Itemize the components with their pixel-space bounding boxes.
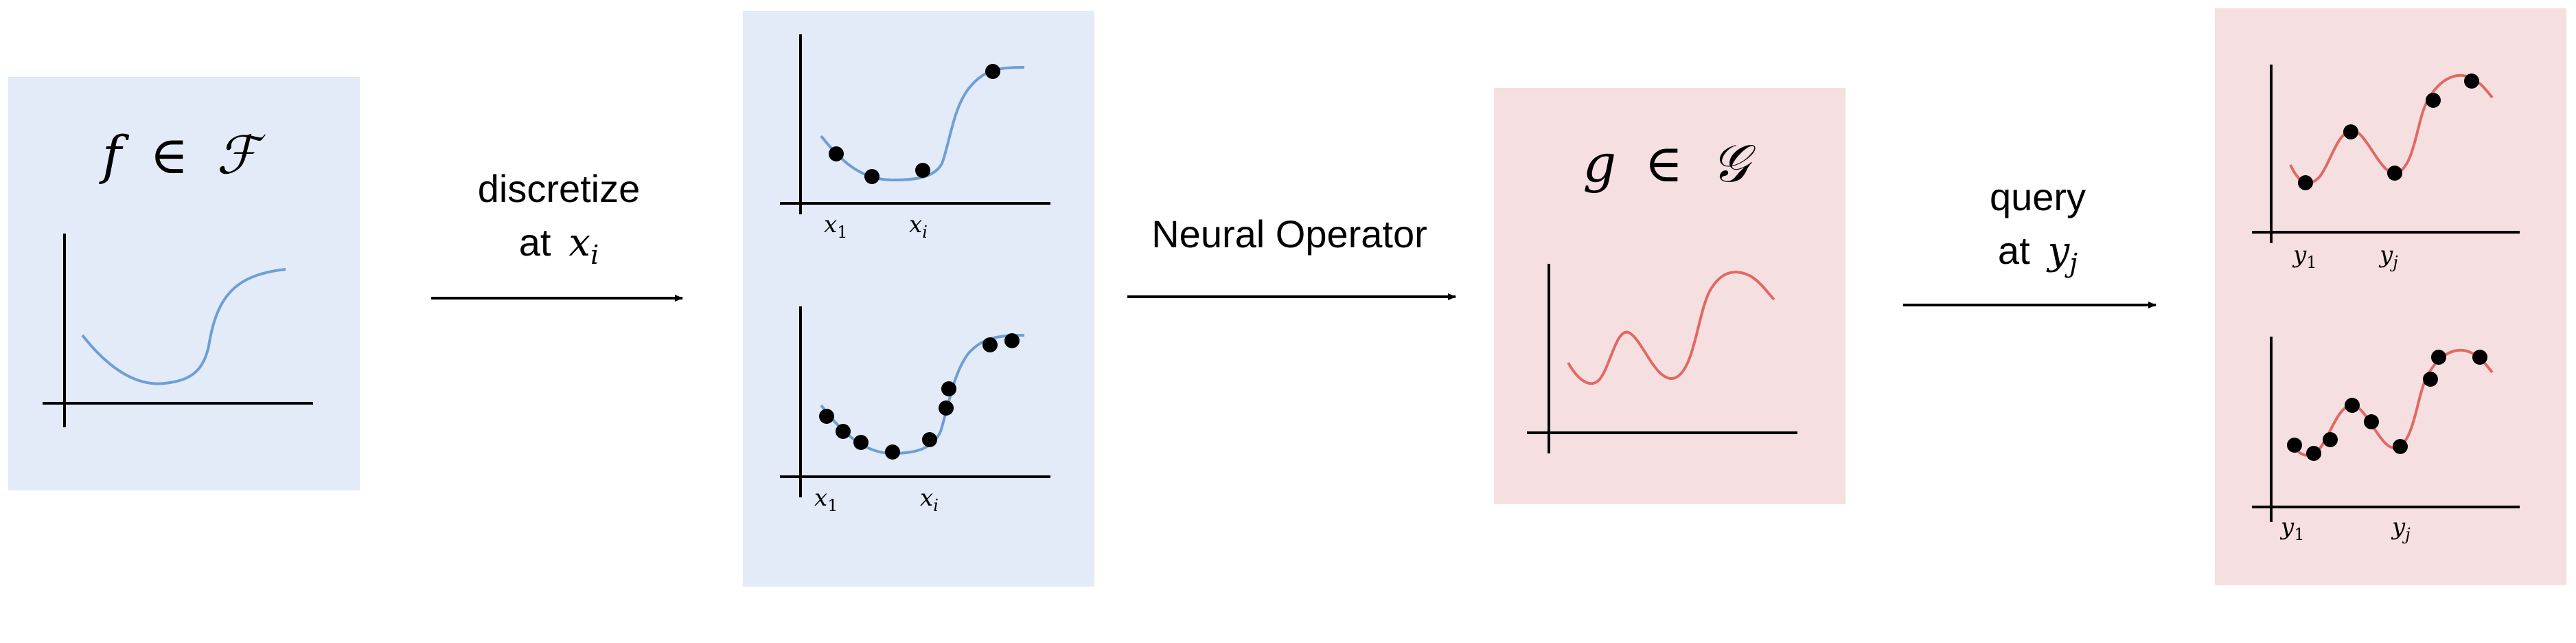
sample-point [864,169,879,184]
query-step: query at yj [1903,175,2157,308]
output-function-var: g [1583,133,1616,194]
tick-label-x1: x1 [814,484,838,515]
sample-point [2464,74,2479,89]
tick-label-x1: x1 [824,211,847,242]
sample-point [2343,124,2358,139]
sample-point [985,64,1000,79]
input-panel-background [8,77,360,490]
sample-point [2323,432,2338,447]
output-function-plot [1527,264,1797,453]
sample-point [982,337,998,352]
tick-label-yj: yj [2378,241,2398,272]
sample-point [819,409,834,424]
sample-point [922,432,937,447]
input-function-curve [81,268,286,385]
tick-subscript: 1 [2294,525,2304,544]
discretized-curve [820,66,1025,182]
tick-var: y [2391,513,2406,541]
at-word: at [1998,229,2030,272]
discretized-panel-background [743,11,1094,587]
output-function-label: g ∈ 𝒢 [1583,133,1756,194]
query-at-label: at yj [1998,229,2078,278]
input-function-label: f ∈ ℱ [99,124,266,185]
tick-label-y1: y1 [2279,513,2305,544]
tick-var: y [2378,241,2393,269]
sample-point [2431,350,2446,365]
sample-point [2306,446,2321,461]
discretize-var: x [568,221,590,265]
sample-point [2287,438,2302,453]
tick-subscript: 1 [2306,253,2316,272]
sample-point [2393,439,2408,454]
tick-var: x [814,484,827,512]
discretize-label: discretize [478,167,641,210]
queried-plot-coarse: y1 yj [2252,65,2520,272]
tick-label-yj: yj [2391,513,2411,544]
query-var: y [2046,229,2071,273]
operator-label: Neural Operator [1151,212,1427,256]
input-function-plot [43,234,313,427]
sample-point [941,381,956,396]
discretized-plot-fine: x1 xi [780,306,1050,515]
element-of-symbol: ∈ [150,124,188,185]
tick-var: x [920,484,933,512]
sample-point [2423,372,2438,387]
tick-var: x [824,211,837,238]
tick-var: x [909,211,922,238]
sample-point [1004,333,1020,348]
sample-point [915,163,930,178]
tick-subscript: 1 [837,223,847,242]
tick-label-y1: y1 [2292,241,2317,272]
queried-panel: y1 yj y1 yj [2215,8,2566,585]
sample-point [853,435,869,450]
sample-point [2364,414,2379,429]
at-word: at [519,221,551,264]
query-label: query [1990,175,2086,218]
output-panel-background [1494,88,1845,504]
tick-label-xi: xi [909,211,928,242]
discretized-plot-coarse: x1 xi [780,34,1050,242]
operator-step: Neural Operator [1127,212,1456,300]
output-function-panel: g ∈ 𝒢 [1494,88,1845,504]
tick-var: y [2292,241,2307,269]
input-function-var: f [99,124,130,185]
queried-panel-background [2215,8,2566,585]
sample-point [2387,166,2402,181]
tick-var: y [2279,513,2295,541]
element-of-symbol: ∈ [1644,133,1683,194]
sample-point [939,401,954,416]
sample-point [2345,398,2360,413]
tick-subscript: i [922,223,928,242]
sample-point [2472,350,2487,365]
discretized-panel: x1 xi x1 xi [743,11,1094,587]
tick-label-xi: xi [920,484,939,515]
discretize-at-label: at xi [519,221,599,270]
output-function-curve [1567,271,1775,385]
discretize-step: discretize at xi [431,167,683,302]
sample-point [885,444,900,460]
sample-point [2426,93,2441,108]
tick-subscript: i [933,496,939,515]
sample-point [836,424,851,439]
sample-point [2298,175,2313,190]
discretize-subscript: i [590,240,599,270]
input-function-panel: f ∈ ℱ [8,77,360,490]
queried-plot-fine: y1 yj [2252,337,2520,544]
sample-point [829,146,844,161]
tick-subscript: 1 [827,496,838,515]
